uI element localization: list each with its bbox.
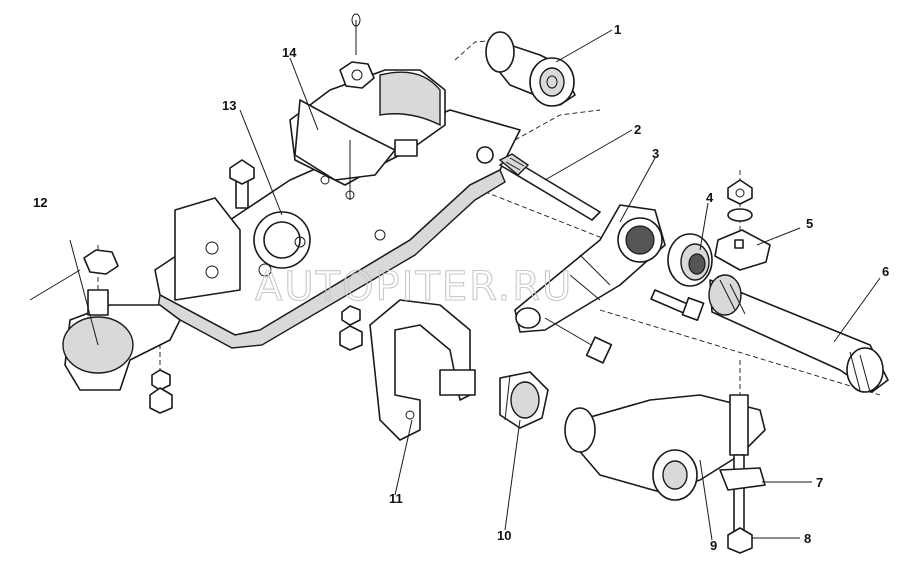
callout-2: 2 (634, 122, 641, 137)
ball-joint (29, 249, 181, 414)
pitman-arm (514, 204, 666, 364)
callout-7: 7 (816, 475, 823, 490)
callout-10: 10 (497, 528, 511, 543)
splined-sleeve (667, 233, 713, 287)
callout-4: 4 (706, 190, 714, 205)
callout-11: 11 (389, 491, 403, 506)
callout-1: 1 (614, 22, 621, 37)
split-bush (499, 371, 549, 429)
callout-leaders (69, 29, 881, 541)
frame-bolt (229, 159, 255, 209)
idler-arm (564, 394, 766, 501)
callout-5: 5 (806, 216, 813, 231)
callout-6: 6 (882, 264, 889, 279)
castle-nut-top (339, 13, 375, 89)
callout-9: 9 (710, 538, 717, 553)
callout-14: 14 (282, 45, 297, 60)
watermark-text: AUTOPITER.RU (255, 264, 573, 310)
subframe-bracket (154, 109, 521, 349)
callout-12: 12 (33, 195, 47, 210)
callout-3: 3 (652, 146, 659, 161)
lock-plate (714, 179, 771, 271)
rubber-bushing (485, 31, 576, 107)
u-bracket (369, 299, 476, 441)
callout-labels: 1 2 3 4 5 6 7 8 9 10 11 12 13 14 (33, 22, 889, 553)
long-bolt (498, 153, 601, 221)
nut-stack-middle (339, 305, 363, 351)
splined-shaft (708, 274, 889, 393)
idler-bolt (719, 454, 766, 554)
bolt-horizontal (650, 289, 705, 321)
callout-8: 8 (804, 531, 811, 546)
callout-13: 13 (222, 98, 236, 113)
